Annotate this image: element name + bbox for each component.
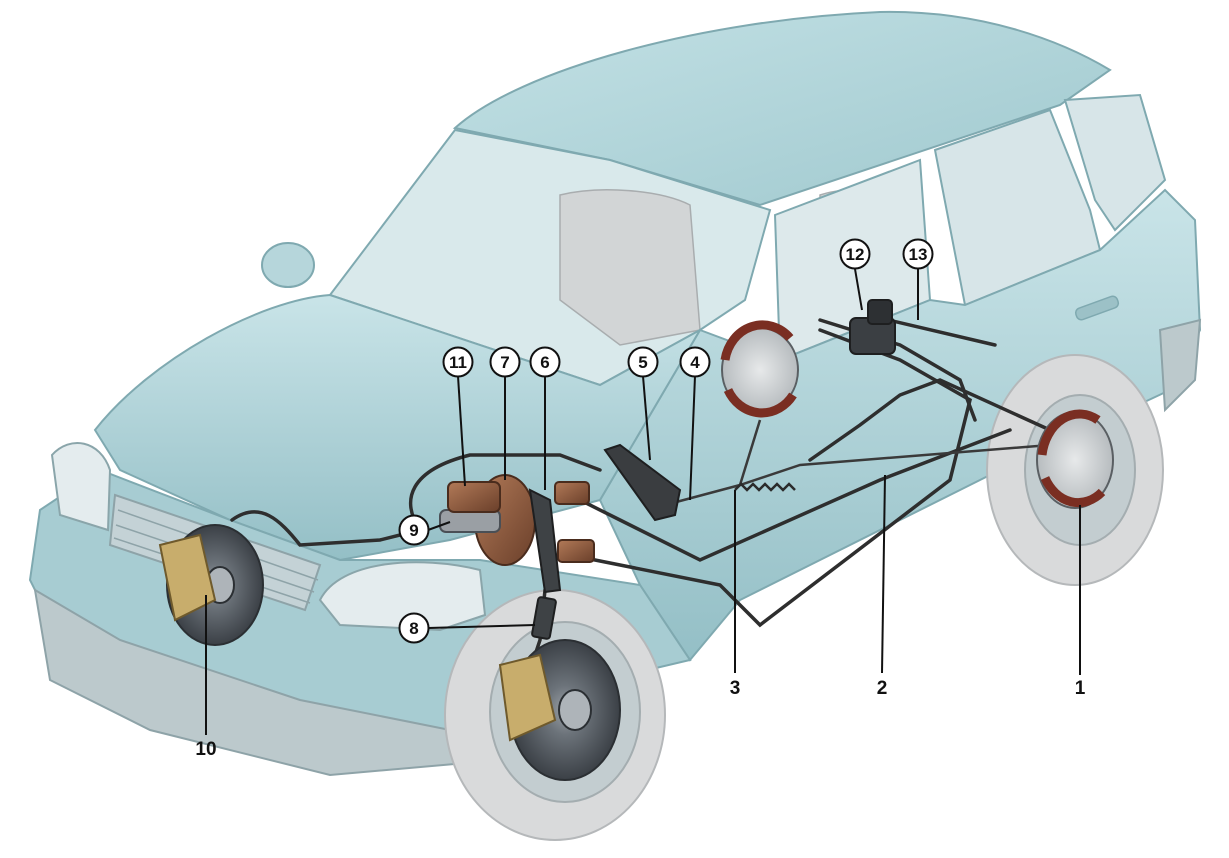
callout-5: 5 bbox=[627, 346, 659, 378]
callout-6: 6 bbox=[529, 346, 561, 378]
rear-bumper bbox=[1158, 318, 1202, 413]
callout-9-label: 9 bbox=[409, 521, 418, 540]
callout-5-label: 5 bbox=[638, 353, 647, 372]
callout-11-label: 11 bbox=[449, 353, 467, 372]
brake-valve bbox=[557, 539, 595, 563]
callout-4-label: 4 bbox=[690, 353, 700, 372]
callout-8-label: 8 bbox=[409, 619, 418, 638]
headlight bbox=[318, 561, 487, 632]
side-window bbox=[933, 108, 1102, 307]
callout-7-label: 7 bbox=[500, 353, 509, 372]
brake-line bbox=[878, 316, 997, 347]
callout-4: 4 bbox=[679, 346, 711, 378]
callout-7: 7 bbox=[489, 346, 521, 378]
brake-valve bbox=[554, 481, 590, 505]
front-left-disc-brake bbox=[158, 524, 264, 646]
callout-13: 13 bbox=[902, 238, 934, 270]
rear-drum-brake-center bbox=[720, 320, 799, 418]
callout-1-label: 1 bbox=[1075, 678, 1086, 699]
stop-light-switch bbox=[531, 596, 557, 640]
side-window bbox=[1063, 93, 1167, 232]
callout-10-label: 10 bbox=[195, 739, 216, 760]
brake-line bbox=[568, 328, 973, 628]
callout-2: 2 bbox=[877, 678, 888, 699]
callout-8: 8 bbox=[398, 612, 430, 644]
callout-3: 3 bbox=[730, 678, 741, 699]
callout-leaders bbox=[205, 268, 1081, 735]
callout-2-label: 2 bbox=[877, 678, 888, 699]
brake-pedal bbox=[528, 488, 562, 594]
master-cylinder bbox=[439, 509, 501, 533]
callout-12: 12 bbox=[839, 238, 871, 270]
callout-1: 1 bbox=[1075, 678, 1086, 699]
brake-fluid-reservoir bbox=[447, 481, 501, 513]
callout-11: 11 bbox=[442, 346, 474, 378]
regulator-lever bbox=[867, 299, 893, 325]
handbrake-lever bbox=[603, 443, 682, 522]
callout-13-label: 13 bbox=[909, 245, 928, 264]
front-right-disc-brake bbox=[498, 639, 621, 781]
callout-3-label: 3 bbox=[730, 678, 741, 699]
callout-12-label: 12 bbox=[846, 245, 865, 264]
side-mirror bbox=[261, 242, 315, 288]
brake-line bbox=[230, 510, 422, 547]
caliper bbox=[158, 533, 217, 622]
headlight bbox=[50, 442, 112, 532]
brake-line bbox=[808, 378, 1052, 462]
brake-line bbox=[558, 428, 1012, 562]
callout-9: 9 bbox=[398, 514, 430, 546]
cable-spring bbox=[734, 482, 796, 492]
door-handle bbox=[1074, 295, 1120, 321]
callout-10: 10 bbox=[195, 739, 216, 760]
callout-6-label: 6 bbox=[540, 353, 549, 372]
caliper bbox=[498, 653, 557, 742]
car-roof bbox=[452, 10, 1112, 207]
rear-drum-brake-right bbox=[1036, 409, 1114, 509]
handbrake-cables bbox=[664, 419, 1051, 507]
